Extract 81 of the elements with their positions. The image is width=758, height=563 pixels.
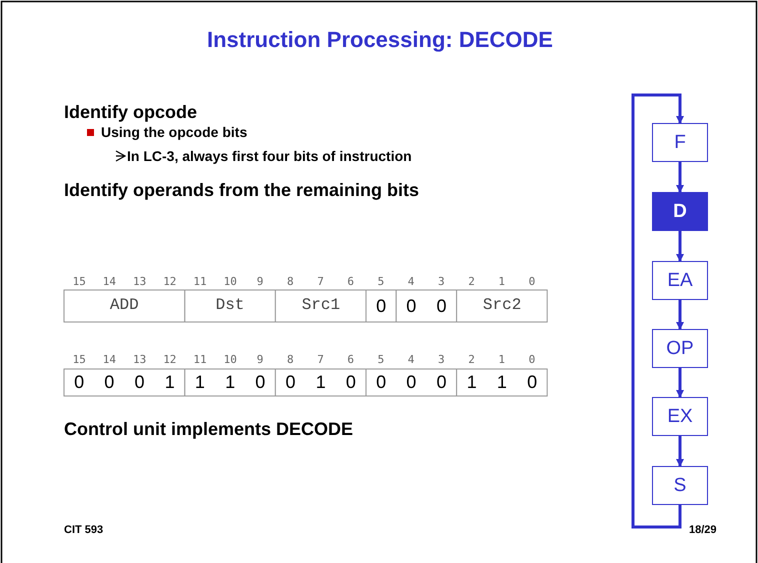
bit-number: 0 (528, 354, 536, 365)
bit-number: 13 (133, 276, 146, 287)
bit-value: 0 (255, 373, 266, 391)
stage-label: D (673, 200, 687, 222)
field-name: Src2 (482, 297, 522, 313)
bit-value: 0 (376, 373, 386, 391)
bit-number: 3 (438, 354, 445, 365)
stage-label: OP (666, 338, 694, 360)
bit-value: 0 (376, 297, 386, 315)
arrow (632, 94, 684, 528)
bit-number: 0 (528, 276, 536, 287)
bit-number: 2 (468, 354, 475, 365)
stage-box (652, 261, 708, 300)
bit-value: 1 (316, 373, 326, 391)
field-name: ADD (110, 297, 139, 313)
bit-number: 13 (133, 354, 146, 365)
bit-number: 2 (468, 276, 475, 287)
bit-number: 4 (408, 276, 414, 287)
field-name: Dst (216, 297, 244, 313)
bit-number: 10 (224, 276, 237, 287)
stage-box (652, 466, 708, 505)
stage-label: F (674, 132, 686, 154)
bit-value: 0 (346, 373, 356, 391)
heading: Control unit implements DECODE (64, 420, 354, 438)
bit-value: 0 (436, 373, 447, 391)
bit-value: 1 (225, 373, 236, 391)
page-number: 18/29 (689, 525, 717, 536)
bit-number: 15 (72, 276, 86, 287)
arrow (676, 436, 684, 467)
bit-number: 1 (498, 276, 506, 287)
bit-number: 14 (102, 276, 116, 287)
bit-value: 0 (74, 373, 84, 391)
bit-number: 11 (193, 276, 207, 287)
bit-value: 1 (164, 373, 175, 391)
bit-number: 7 (317, 354, 324, 365)
bit-value: 0 (286, 373, 296, 391)
bit-number: 6 (347, 354, 354, 365)
heading: Identify operands from the remaining bits (64, 181, 420, 199)
bit-value: 1 (466, 373, 477, 391)
bit-number: 12 (163, 276, 176, 287)
stage-label: EA (667, 270, 693, 292)
sub-bullet-text: In LC-3, always first four bits of instruction (127, 149, 412, 163)
bit-number: 12 (163, 354, 176, 365)
bit-number: 8 (287, 354, 294, 365)
bit-number: 11 (193, 354, 207, 365)
bit-number: 1 (498, 354, 506, 365)
bit-value: 0 (527, 373, 538, 391)
bit-number: 8 (287, 276, 294, 287)
arrow (676, 162, 684, 193)
stage-box (652, 123, 708, 162)
heading: Identify opcode (64, 103, 198, 121)
bit-number: 4 (408, 354, 414, 365)
bit-value: 1 (194, 373, 205, 391)
bit-value: 1 (496, 373, 507, 391)
bit-value: 0 (134, 373, 145, 391)
arrow (676, 300, 684, 330)
bit-value: 0 (406, 373, 416, 391)
stage-label: S (674, 474, 686, 496)
stage-box (652, 329, 708, 368)
stage-box (652, 192, 708, 231)
bit-number: 9 (256, 354, 264, 365)
arrow (676, 368, 684, 398)
bit-number: 14 (102, 354, 116, 365)
bit-number: 3 (438, 276, 445, 287)
stage-label: EX (667, 406, 693, 428)
bit-value: 0 (104, 373, 114, 391)
bit-value: 0 (436, 297, 447, 315)
field-name: Src1 (302, 297, 340, 313)
bit-number: 15 (72, 354, 86, 365)
stage-box (652, 397, 708, 436)
arrow (676, 231, 684, 262)
bit-number: 5 (378, 276, 384, 287)
bit-number: 10 (224, 354, 237, 365)
bit-number: 7 (317, 276, 324, 287)
footer-text: CIT 593 (64, 525, 104, 536)
bit-number: 6 (347, 276, 354, 287)
bit-number: 5 (378, 354, 384, 365)
bit-value: 0 (406, 297, 416, 315)
bullet-text: Using the opcode bits (101, 125, 248, 139)
slide-title: Instruction Processing: DECODE (207, 29, 553, 51)
bit-number: 9 (256, 276, 264, 287)
